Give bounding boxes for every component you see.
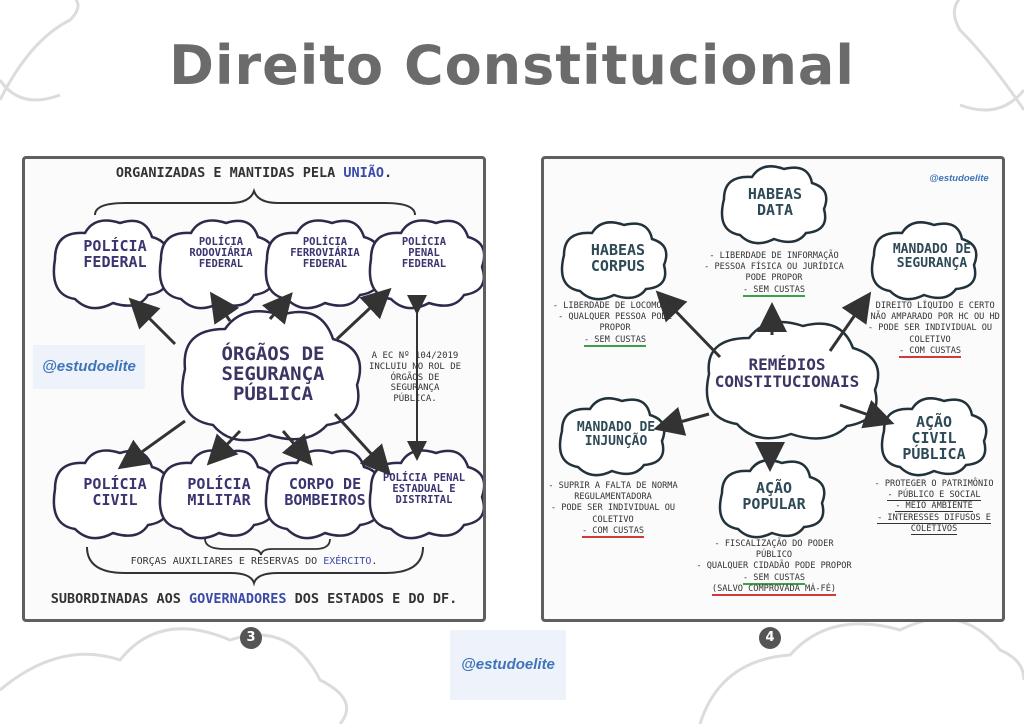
hd-item-cost: - SEM CUSTAS [742, 284, 806, 297]
cloud-shape-ppf [368, 219, 483, 310]
left-handle-watermark: @estudoelite [33, 345, 145, 389]
mi-item: - SUPRIR A FALTA DE NORMA REGULAMENTADOR… [548, 481, 678, 503]
node-policia-civil: POLÍCIA CIVIL [83, 475, 147, 509]
node-policia-rodoviaria-federal: POLÍCIA RODOVIÁRIA FEDERAL [189, 236, 253, 271]
forces-caption-end: . [371, 556, 378, 567]
ap-item-cost: - SEM CUSTAS [742, 572, 806, 585]
top-caption-text: ORGANIZADAS E MANTIDAS PELA [115, 165, 344, 181]
left-diagram-graphics [52, 187, 483, 587]
forces-caption-text: FORÇAS AUXILIARES E RESERVAS DO [130, 556, 324, 567]
mandado-seguranca-details: - DIREITO LÍQUIDO E CERTO - NÃO AMPARADO… [860, 301, 1000, 358]
arrow-to-pm [206, 429, 242, 466]
cloud-shape-acp [880, 397, 988, 477]
ap-item: - QUALQUER CIDADÃO PODE PROPOR [696, 561, 852, 572]
acp-item: - PROTEGER O PATRIMÔNIO [874, 479, 994, 489]
forces-brace [204, 538, 331, 556]
security-organs-panel: ORGANIZADAS E MANTIDAS PELA UNIÃO. POLÍC… [22, 156, 486, 622]
node-policia-federal: POLÍCIA FEDERAL [83, 237, 147, 271]
ap-item-exception: (SALVO COMPROVADA MÁ-FÉ) [711, 583, 837, 596]
hd-item: - PESSOA FÍSICA OU JURÍDICA PODE PROPOR [704, 262, 844, 284]
mi-item-cost: - COM CUSTAS [581, 525, 645, 538]
hc-item: - LIBERDADE DE LOCOMOÇÃO [552, 301, 678, 311]
arrow-to-ms [828, 291, 872, 352]
acp-item: - MEIO AMBIENTE [895, 501, 973, 513]
right-diagram-graphics [558, 165, 988, 539]
node-policia-militar: POLÍCIA MILITAR [187, 475, 251, 509]
node-policia-penal-federal: POLÍCIA PENAL FEDERAL [401, 236, 447, 271]
bottom-caption-text: SUBORDINADAS AOS [50, 591, 189, 607]
arrow-to-pc [117, 419, 186, 470]
top-caption: ORGANIZADAS E MANTIDAS PELA UNIÃO. [25, 165, 483, 181]
mi-item: - PODE SER INDIVIDUAL OU COLETIVO [550, 503, 676, 525]
ms-item-cost: - COM CUSTAS [898, 345, 962, 358]
hd-item: - LIBERDADE DE INFORMAÇÃO [709, 251, 839, 261]
cloud-shape-hc [560, 221, 668, 301]
arrow-to-ppf [335, 287, 392, 341]
node-acao-civil-publica: AÇÃO CIVIL PÚBLICA [902, 413, 966, 463]
remedies-panel: @estudoelite HABEAS DATA HABEAS CORPUS M… [541, 156, 1005, 622]
bottom-caption-highlight: GOVERNADORES [188, 591, 287, 607]
habeas-corpus-details: - LIBERDADE DE LOCOMOÇÃO - QUALQUER PESS… [546, 301, 684, 347]
page-number-3: 3 [240, 627, 262, 649]
ms-item: - NÃO AMPARADO POR HC OU HD [860, 312, 1000, 323]
acp-item: - INTERESSES DIFUSOS E COLETIVOS [877, 512, 991, 535]
acao-civil-publica-details: - PROTEGER O PATRIMÔNIO - PÚBLICO E SOCI… [870, 479, 998, 535]
ms-item: - PODE SER INDIVIDUAL OU COLETIVO [867, 323, 993, 345]
forces-caption: FORÇAS AUXILIARES E RESERVAS DO EXÉRCITO… [25, 556, 483, 568]
page-number-4: 4 [759, 627, 781, 649]
node-policia-ferroviaria-federal: POLÍCIA FERROVIÁRIA FEDERAL [290, 236, 360, 271]
bottom-caption: SUBORDINADAS AOS GOVERNADORES DOS ESTADO… [25, 591, 483, 607]
node-acao-popular: AÇÃO POPULAR [742, 479, 806, 513]
arrow-to-acp [839, 399, 895, 429]
node-habeas-corpus: HABEAS CORPUS [590, 241, 646, 275]
bottom-caption-end: DOS ESTADOS E DO DF. [286, 591, 458, 607]
habeas-data-details: - LIBERDADE DE INFORMAÇÃO - PESSOA FÍSIC… [704, 251, 844, 297]
node-policia-penal-estadual: POLÍCIA PENAL ESTADUAL E DISTRITAL [382, 472, 466, 507]
arrow-to-prf [209, 291, 240, 325]
ms-item: - DIREITO LÍQUIDO E CERTO [865, 301, 995, 311]
cloud-shape-hd [720, 165, 828, 245]
arrow-to-pf [128, 297, 177, 346]
arrow-to-ppe [333, 412, 392, 476]
arrow-to-hc [655, 290, 722, 359]
arrow-to-mi [653, 406, 710, 436]
forces-caption-highlight: EXÉRCITO [323, 556, 372, 567]
top-caption-end: . [384, 165, 393, 181]
footer-handle-watermark: @estudoelite [450, 630, 566, 700]
ap-item: - FISCALIZAÇÃO DO PODER PÚBLICO [714, 539, 834, 561]
hc-item-cost: - SEM CUSTAS [583, 334, 647, 347]
node-habeas-data: HABEAS DATA [747, 185, 803, 219]
bottom-brace [86, 546, 424, 587]
center-remedios: REMÉDIOS CONSTITUCIONAIS [714, 355, 860, 391]
cloud-shape-mi [558, 397, 666, 477]
node-corpo-de-bombeiros: CORPO DE BOMBEIROS [284, 475, 366, 509]
node-mandado-seguranca: MANDADO DE SEGURANÇA [892, 242, 972, 271]
ec-104-note: A EC Nº 104/2019 INCLUIU NO ROL DE ÓRGÃO… [368, 351, 462, 405]
center-orgaos-seguranca: ÓRGÃOS DE SEGURANÇA PÚBLICA [221, 343, 325, 405]
mandado-injuncao-details: - SUPRIR A FALTA DE NORMA REGULAMENTADOR… [548, 481, 678, 538]
acp-item: - PÚBLICO E SOCIAL [887, 490, 981, 502]
right-handle-watermark: @estudoelite [929, 173, 989, 184]
acao-popular-details: - FISCALIZAÇÃO DO PODER PÚBLICO - QUALQU… [694, 539, 854, 596]
hc-item: - QUALQUER PESSOA PODE PROPOR [558, 312, 672, 334]
page-title: Direito Constitucional [169, 34, 855, 97]
arrow-to-pff [261, 292, 293, 325]
cloud-shape-ms [870, 221, 978, 301]
arrow-to-cb [281, 430, 313, 466]
top-caption-highlight: UNIÃO [343, 165, 385, 181]
node-mandado-injuncao: MANDADO DE INJUNÇÃO [576, 420, 656, 449]
top-brace [94, 187, 416, 216]
